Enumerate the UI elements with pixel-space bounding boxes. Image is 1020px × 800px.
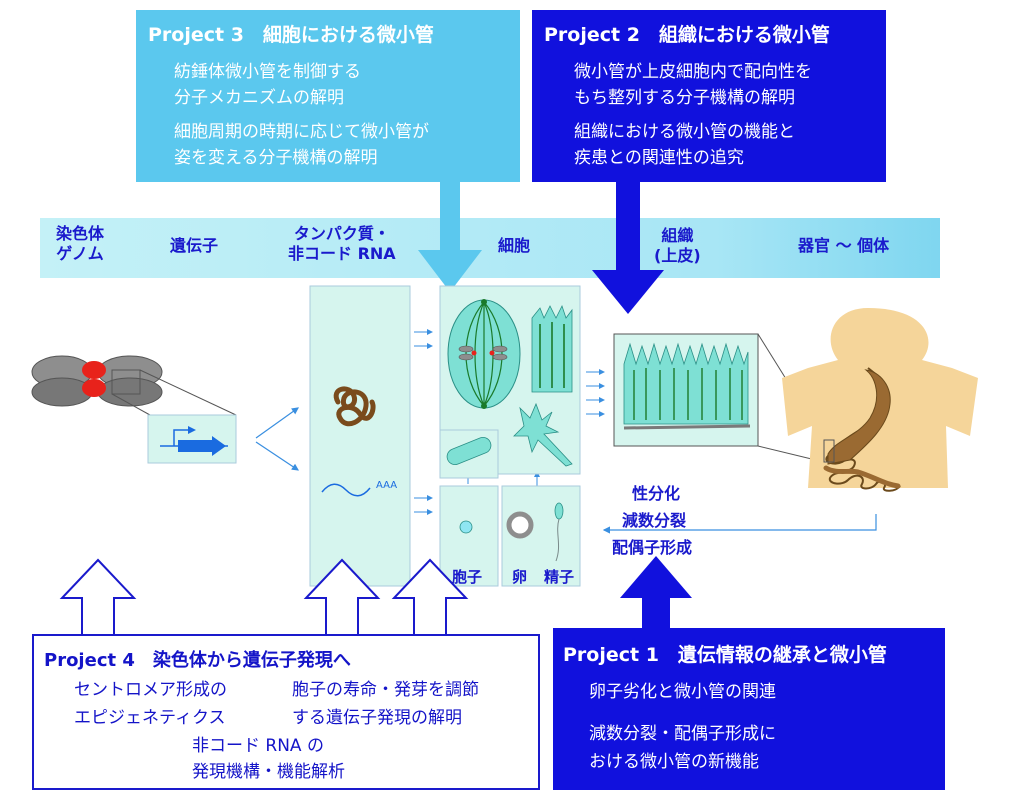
gametogenesis-label: 配偶子形成 (612, 538, 693, 557)
tissue-panel (613, 333, 825, 463)
project4-left1: セントロメア形成の (74, 680, 227, 700)
return-arrow (602, 514, 877, 534)
project2-line2: もち整列する分子機構の解明 (574, 88, 795, 108)
scale-band (40, 218, 940, 278)
project1-title: Project 1 遺伝情報の継承と微小管 (563, 644, 887, 666)
project3-line4: 姿を変える分子機構の解明 (174, 148, 378, 168)
protein-rna-panel (309, 285, 411, 587)
gene-illustration (147, 407, 299, 471)
neuron-cell (513, 402, 573, 467)
spore-label: 胞子 (452, 568, 483, 586)
meiosis-label: 減数分裂 (622, 511, 687, 530)
project4-title: Project 4 染色体から遺伝子発現へ (44, 650, 351, 671)
scale-organ-label: 器官 〜 個体 (798, 236, 890, 255)
project4-right2: する遺伝子発現の解明 (292, 708, 462, 728)
scale-protein-rna: タンパク質・ 非コード RNA (288, 224, 396, 264)
scale-epithelium-label: (上皮) (654, 246, 701, 265)
project2-title: Project 2 組織における微小管 (544, 24, 830, 46)
project4-right1: 胞子の寿命・発芽を調節 (292, 680, 479, 700)
project3-line2: 分子メカニズムの解明 (174, 88, 344, 108)
project1-box: Project 1 遺伝情報の継承と微小管 卵子劣化と微小管の関連 減数分裂・配… (553, 628, 945, 790)
egg-label: 卵 (512, 568, 528, 586)
chromosome-illustration (31, 355, 237, 416)
project4-box: Project 4 染色体から遺伝子発現へ セントロメア形成の エピジェネティク… (32, 634, 540, 790)
project4-center1: 非コード RNA の (192, 736, 324, 756)
scale-cell-label: 細胞 (498, 236, 531, 255)
project1-line2: 減数分裂・配偶子形成に (589, 724, 776, 744)
project3-line3: 細胞周期の時期に応じて微小管が (174, 122, 429, 142)
scale-chromosome-label: 染色体 (56, 224, 105, 243)
project2-box: Project 2 組織における微小管 微小管が上皮細胞内で配向性を もち整列す… (532, 10, 886, 182)
sex-differentiation-label: 性分化 (632, 484, 681, 503)
scale-genome-label: ゲノム (56, 244, 104, 263)
project4-arrows (59, 558, 469, 634)
human-body-illustration (782, 308, 978, 492)
scale-tissue-label: 組織 (661, 226, 694, 245)
scale-tissue: 組織 (上皮) (654, 226, 701, 266)
scale-chromosome-genome: 染色体 ゲノム (56, 224, 104, 264)
elongated-cell-panel (439, 429, 499, 479)
polya-label: AAA (376, 480, 398, 491)
project4-left2: エピジェネティクス (74, 708, 226, 728)
project3-title: Project 3 細胞における微小管 (148, 24, 434, 46)
scale-protein-label: タンパク質・ (293, 224, 390, 243)
scale-ncrna-label: 非コード RNA (288, 244, 396, 263)
project1-line3: おける微小管の新機能 (589, 752, 759, 772)
project2-line1: 微小管が上皮細胞内で配向性を (574, 62, 812, 82)
project1-arrow (620, 556, 692, 630)
project2-line4: 疾患との関連性の追究 (574, 148, 744, 168)
project3-arrow (418, 182, 482, 292)
sperm-label: 精子 (544, 568, 575, 586)
project3-box: Project 3 細胞における微小管 紡錘体微小管を制御する 分子メカニズムの… (136, 10, 520, 182)
project2-arrow (592, 182, 664, 314)
project3-line1: 紡錘体微小管を制御する (174, 62, 361, 82)
project2-line3: 組織における微小管の機能と (574, 122, 795, 142)
egg-sperm-panel (501, 485, 581, 587)
project4-center2: 発現機構・機能解析 (192, 762, 345, 782)
spore-panel (439, 485, 499, 587)
small-arrows (414, 329, 605, 515)
scale-gene-label: 遺伝子 (170, 236, 219, 255)
project1-line1: 卵子劣化と微小管の関連 (589, 682, 776, 702)
